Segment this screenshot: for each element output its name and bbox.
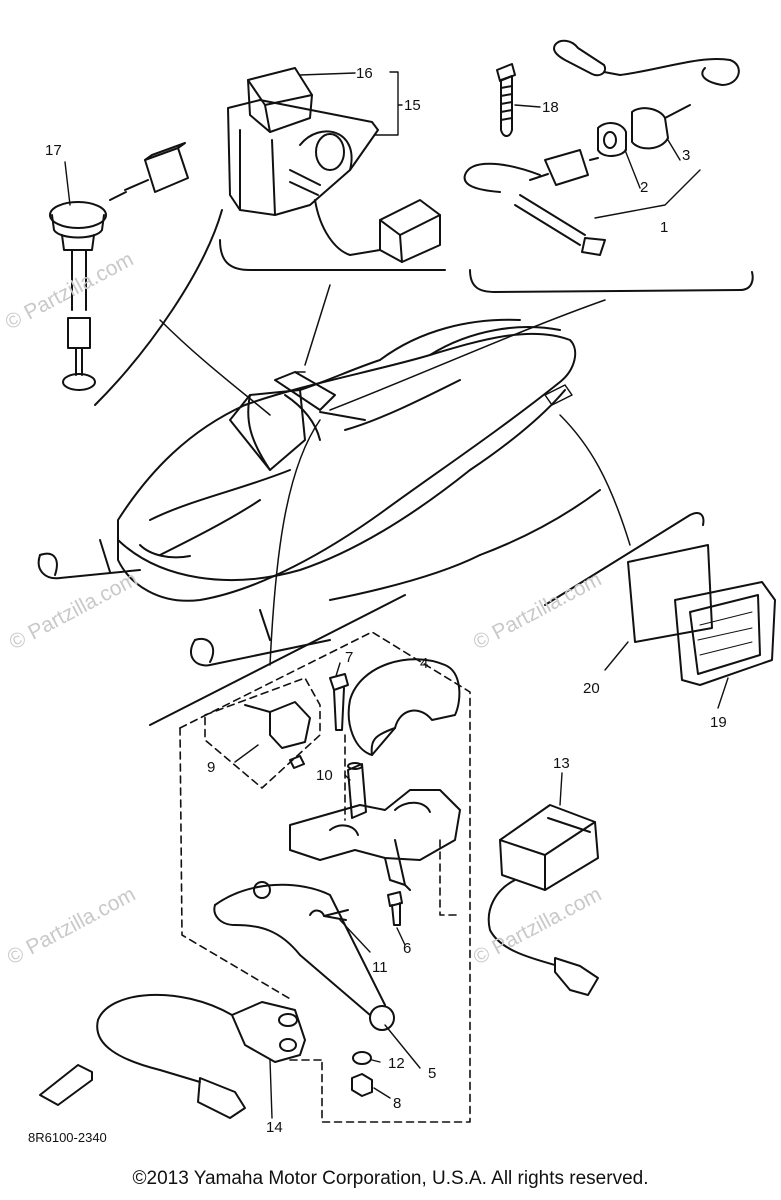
part-13-illustration: [487, 804, 599, 996]
callout-leaders: [64, 71, 729, 1119]
watermark-2: © Partzilla.com: [6, 568, 142, 655]
watermark-1: © Partzilla.com: [2, 248, 138, 335]
callout-17: 17: [45, 142, 62, 159]
callout-9: 9: [207, 759, 215, 776]
callout-5: 5: [428, 1065, 436, 1082]
callout-4: 4: [420, 655, 428, 672]
callout-18: 18: [542, 99, 559, 116]
callout-1: 1: [660, 219, 668, 236]
callout-13: 13: [553, 755, 570, 772]
dashed-group-boxes: [179, 631, 471, 1123]
callout-10: 10: [316, 767, 333, 784]
watermarks: © Partzilla.com © Partzilla.com © Partzi…: [2, 248, 606, 970]
part-1-3-illustration: [463, 39, 740, 256]
part-17-illustration: [49, 142, 189, 391]
callout-3: 3: [682, 147, 690, 164]
callout-7: 7: [345, 649, 353, 666]
callout-numbers: 1 2 3 4 5 6 7 8 9 10 11 12 13 14 15 16 1…: [45, 65, 727, 1136]
callout-2: 2: [640, 179, 648, 196]
watermark-3: © Partzilla.com: [470, 568, 606, 655]
group-bracket-lines: [94, 209, 754, 726]
watermark-4: © Partzilla.com: [4, 883, 140, 970]
part-19-20-illustration: [627, 544, 776, 686]
callout-15: 15: [404, 97, 421, 114]
callout-12: 12: [388, 1055, 405, 1072]
callout-19: 19: [710, 714, 727, 731]
throttle-assembly-illustration: [39, 658, 461, 1119]
parts-diagram: 1 2 3 4 5 6 7 8 9 10 11 12 13 14 15 16 1…: [2, 39, 776, 1145]
drawing-code: 8R6100-2340: [28, 1130, 107, 1145]
callout-11: 11: [372, 959, 388, 976]
callout-14: 14: [266, 1119, 283, 1136]
callout-20: 20: [583, 680, 600, 697]
copyright-notice: ©2013 Yamaha Motor Corporation, U.S.A. A…: [132, 1168, 649, 1189]
snowmobile-illustration: [37, 318, 601, 667]
part-18-illustration: [496, 63, 516, 137]
callout-6: 6: [403, 940, 411, 957]
callout-16: 16: [356, 65, 373, 82]
callout-8: 8: [393, 1095, 401, 1112]
leader-lines: [159, 284, 631, 666]
part-15-16-illustration: [227, 67, 441, 263]
